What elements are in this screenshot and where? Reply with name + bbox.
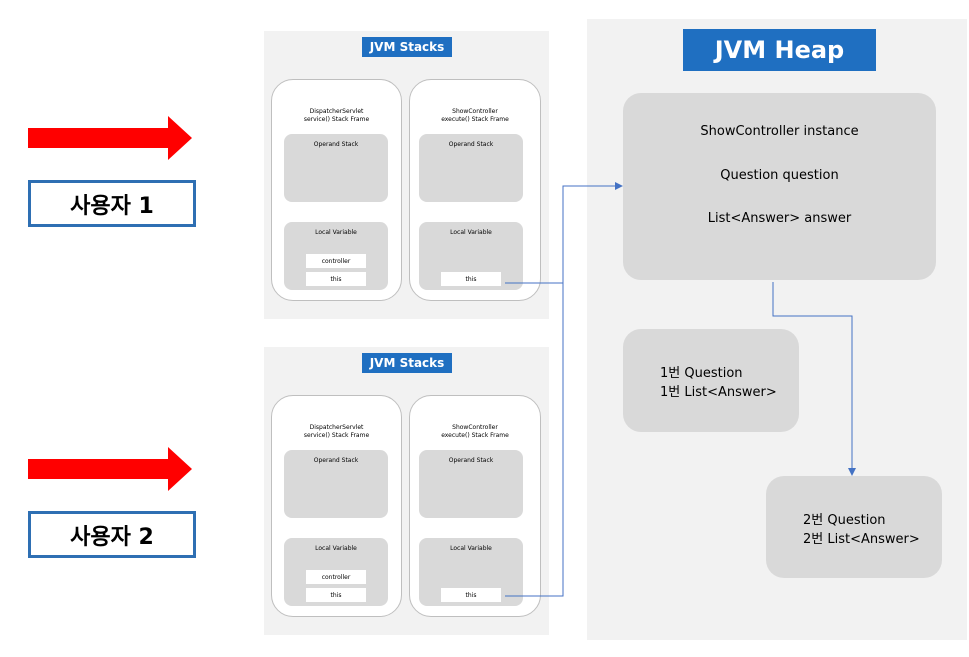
dispatcher-servlet-frame: DispatcherServlet service() Stack Frame … <box>271 395 402 617</box>
user-2-arrow-icon <box>28 447 192 491</box>
local-variable: Local Variable controller this <box>284 222 388 290</box>
var-this: this <box>306 272 366 286</box>
operand-stack-label: Operand Stack <box>448 457 494 464</box>
frame-title-method: service() Stack Frame <box>303 432 370 439</box>
frame-title-class: ShowController <box>452 424 498 431</box>
question-1-label: 1번 Question <box>660 366 743 381</box>
this-ref-connector-1 <box>505 182 623 284</box>
frame-title-method: service() Stack Frame <box>303 116 370 123</box>
local-variable-label: Local Variable <box>450 545 492 552</box>
instance-label: ShowController instance <box>700 124 859 139</box>
show-controller-instance: ShowController instance Question questio… <box>623 93 936 280</box>
frame-title-method: execute() Stack Frame <box>441 432 509 439</box>
local-variable: Local Variable this <box>419 538 523 606</box>
local-variable-label: Local Variable <box>315 229 357 236</box>
show-controller-frame: ShowController execute() Stack Frame Ope… <box>409 79 541 301</box>
dispatcher-servlet-frame: DispatcherServlet service() Stack Frame … <box>271 79 402 301</box>
jvm-stacks-panel-1: JVM Stacks DispatcherServlet service() S… <box>264 31 549 319</box>
frame-title-class: DispatcherServlet <box>309 108 364 115</box>
answer-list-1-label: 1번 List<Answer> <box>660 385 777 400</box>
operand-stack: Operand Stack <box>284 134 388 202</box>
user-1-label: 사용자 1 <box>28 180 196 227</box>
jvm-stacks-title: JVM Stacks <box>362 37 452 57</box>
operand-stack-label: Operand Stack <box>448 141 494 148</box>
jvm-stacks-panel-2: JVM Stacks DispatcherServlet service() S… <box>264 347 549 635</box>
local-variable-label: Local Variable <box>315 545 357 552</box>
local-variable: Local Variable controller this <box>284 538 388 606</box>
var-this: this <box>441 588 501 602</box>
question-1-object: 1번 Question 1번 List<Answer> <box>623 329 799 432</box>
answer-list-field: List<Answer> answer <box>707 211 852 226</box>
show-controller-frame: ShowController execute() Stack Frame Ope… <box>409 395 541 617</box>
frame-title-class: DispatcherServlet <box>309 424 364 431</box>
local-variable: Local Variable this <box>419 222 523 290</box>
jvm-stacks-title: JVM Stacks <box>362 353 452 373</box>
var-controller: controller <box>306 254 366 268</box>
this-ref-connector-2 <box>505 283 564 597</box>
var-this: this <box>306 588 366 602</box>
jvm-heap-title: JVM Heap <box>683 29 876 71</box>
var-this: this <box>441 272 501 286</box>
user-2-label: 사용자 2 <box>28 511 196 558</box>
frame-title-class: ShowController <box>452 108 498 115</box>
operand-stack-label: Operand Stack <box>313 141 359 148</box>
answer-list-2-label: 2번 List<Answer> <box>803 532 920 547</box>
question-field: Question question <box>720 168 839 183</box>
answer-ref-connector <box>772 282 856 476</box>
operand-stack: Operand Stack <box>419 450 523 518</box>
operand-stack-label: Operand Stack <box>313 457 359 464</box>
operand-stack: Operand Stack <box>419 134 523 202</box>
user-1-arrow-icon <box>28 116 192 160</box>
question-2-object: 2번 Question 2번 List<Answer> <box>766 476 942 578</box>
frame-title-method: execute() Stack Frame <box>441 116 509 123</box>
question-2-label: 2번 Question <box>803 513 886 528</box>
operand-stack: Operand Stack <box>284 450 388 518</box>
var-controller: controller <box>306 570 366 584</box>
local-variable-label: Local Variable <box>450 229 492 236</box>
